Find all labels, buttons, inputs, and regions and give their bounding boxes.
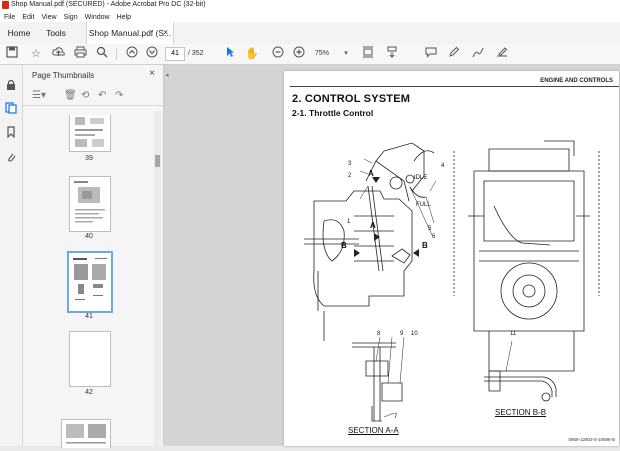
thumbnail-label-41: 41 xyxy=(85,313,93,320)
zoom-in-icon[interactable] xyxy=(291,46,307,62)
label-idle: IDLE xyxy=(414,175,428,181)
toolbar: ☆ / 352 ✋ 75% ▾ xyxy=(0,44,620,65)
page-title: 2. CONTROL SYSTEM xyxy=(292,93,411,105)
draw-icon[interactable] xyxy=(470,46,486,62)
page-total: / 352 xyxy=(188,50,204,57)
callout-4: 4 xyxy=(441,163,445,169)
acrobat-icon xyxy=(2,1,9,9)
callout-2: 2 xyxy=(348,173,352,179)
hand-tool-icon[interactable]: ✋ xyxy=(245,48,259,60)
scroll-mode-icon[interactable] xyxy=(384,46,400,62)
search-icon[interactable] xyxy=(94,46,110,62)
page-number-input[interactable] xyxy=(165,47,185,61)
thumbnail-toolbar: ☰▾ 🗑 ⟲ ↶ ↷ xyxy=(23,87,163,106)
callout-9: 9 xyxy=(400,331,404,337)
tab-bar: Home Tools Shop Manual.pdf (S... × xyxy=(0,22,620,45)
window-title: Shop Manual.pdf (SECURED) - Adobe Acroba… xyxy=(11,1,206,8)
title-bar: Shop Manual.pdf (SECURED) - Adobe Acroba… xyxy=(0,0,620,10)
toolbar-divider xyxy=(116,48,117,60)
close-panel-icon[interactable]: × xyxy=(149,68,155,79)
callout-5: 5 xyxy=(428,226,432,232)
header-rule xyxy=(290,86,619,87)
bookmark-icon[interactable] xyxy=(5,126,17,139)
save-icon[interactable] xyxy=(4,46,20,62)
tab-document-label: Shop Manual.pdf (S... xyxy=(88,28,172,38)
callout-3: 3 xyxy=(348,161,352,167)
fill-sign-icon[interactable] xyxy=(494,46,510,62)
document-number: 0959-12803-0-10586-B xyxy=(568,437,615,442)
bookmark-star-icon[interactable]: ☆ xyxy=(31,48,41,60)
scrollbar-thumb[interactable] xyxy=(155,155,160,167)
zoom-dropdown-chevron-icon[interactable]: ▾ xyxy=(344,50,348,57)
thumbnail-label-42: 42 xyxy=(85,389,93,396)
throttle-control-diagram xyxy=(304,140,600,422)
menu-view[interactable]: View xyxy=(41,14,57,21)
menu-window[interactable]: Window xyxy=(84,14,110,21)
thumbnail-scrollbar[interactable] xyxy=(154,111,161,446)
thumbnail-options-icon[interactable]: ☰▾ xyxy=(32,90,46,101)
attachment-icon[interactable] xyxy=(5,151,17,163)
thumbnail-page-43[interactable] xyxy=(61,419,111,448)
print-icon[interactable] xyxy=(72,46,88,62)
select-cursor-icon[interactable] xyxy=(222,46,238,62)
comment-icon[interactable] xyxy=(423,46,439,62)
rotate-counterclockwise-icon[interactable]: ↶ xyxy=(98,90,107,101)
menu-edit[interactable]: Edit xyxy=(22,14,35,21)
tab-home[interactable]: Home xyxy=(7,28,31,38)
page-header: ENGINE AND CONTROLS xyxy=(540,78,613,84)
callout-10: 10 xyxy=(411,331,418,337)
rotate-page-icon[interactable]: ⟲ xyxy=(81,90,90,101)
thumbnail-label-40: 40 xyxy=(85,233,93,240)
thumbnail-page-39[interactable] xyxy=(69,115,111,152)
menu-sign[interactable]: Sign xyxy=(63,14,78,21)
page-subtitle: 2-1. Throttle Control xyxy=(292,108,374,118)
thumbnail-page-41[interactable] xyxy=(67,251,113,313)
page-down-icon[interactable] xyxy=(144,46,160,62)
zoom-level[interactable]: 75% xyxy=(315,50,330,57)
menu-file[interactable]: File xyxy=(4,14,16,21)
collapse-panel-chevron-icon[interactable]: ◂ xyxy=(165,72,169,79)
section-marker-a-bottom: A xyxy=(370,221,376,230)
tab-document[interactable]: Shop Manual.pdf (S... × xyxy=(86,22,174,44)
section-marker-a-top: A xyxy=(368,169,374,178)
menu-help[interactable]: Help xyxy=(116,14,132,21)
delete-page-icon[interactable]: 🗑 xyxy=(64,90,77,101)
document-viewport[interactable]: ◂ ENGINE AND CONTROLS 2. CONTROL SYSTEM … xyxy=(164,65,620,446)
highlight-pen-icon[interactable] xyxy=(446,46,462,62)
page-thumbnails-icon[interactable] xyxy=(5,102,17,114)
label-full: FULL xyxy=(416,202,431,208)
section-a-a-caption: SECTION A-A xyxy=(348,426,399,435)
section-marker-b-right: B xyxy=(422,241,428,250)
callout-1: 1 xyxy=(347,219,351,225)
page-up-icon[interactable] xyxy=(124,46,140,62)
thumbnail-label-39: 39 xyxy=(85,155,93,162)
callout-8: 8 xyxy=(377,331,381,337)
tab-tools[interactable]: Tools xyxy=(46,28,66,38)
zoom-out-icon[interactable] xyxy=(270,46,286,62)
cloud-upload-icon[interactable] xyxy=(50,46,66,62)
fit-page-icon[interactable] xyxy=(360,46,376,62)
rotate-clockwise-icon[interactable]: ↷ xyxy=(115,90,124,101)
callout-11: 11 xyxy=(510,331,517,337)
section-marker-b-left: B xyxy=(341,241,347,250)
close-tab-icon[interactable]: × xyxy=(163,28,168,37)
section-b-b-caption: SECTION B-B xyxy=(495,408,547,417)
thumbnail-page-40[interactable] xyxy=(69,176,111,232)
callout-7: 7 xyxy=(394,414,398,420)
callout-6: 6 xyxy=(432,234,436,240)
navigation-rail xyxy=(0,65,23,446)
page-thumbnails-panel: Page Thumbnails × ☰▾ 🗑 ⟲ ↶ ↷ 39 40 xyxy=(23,65,164,448)
panel-title: Page Thumbnails xyxy=(32,71,95,80)
lock-icon[interactable] xyxy=(5,79,17,91)
pdf-page: ENGINE AND CONTROLS 2. CONTROL SYSTEM 2-… xyxy=(284,71,619,446)
menu-bar: File Edit View Sign Window Help xyxy=(0,10,620,22)
thumbnail-page-42[interactable] xyxy=(69,331,111,387)
